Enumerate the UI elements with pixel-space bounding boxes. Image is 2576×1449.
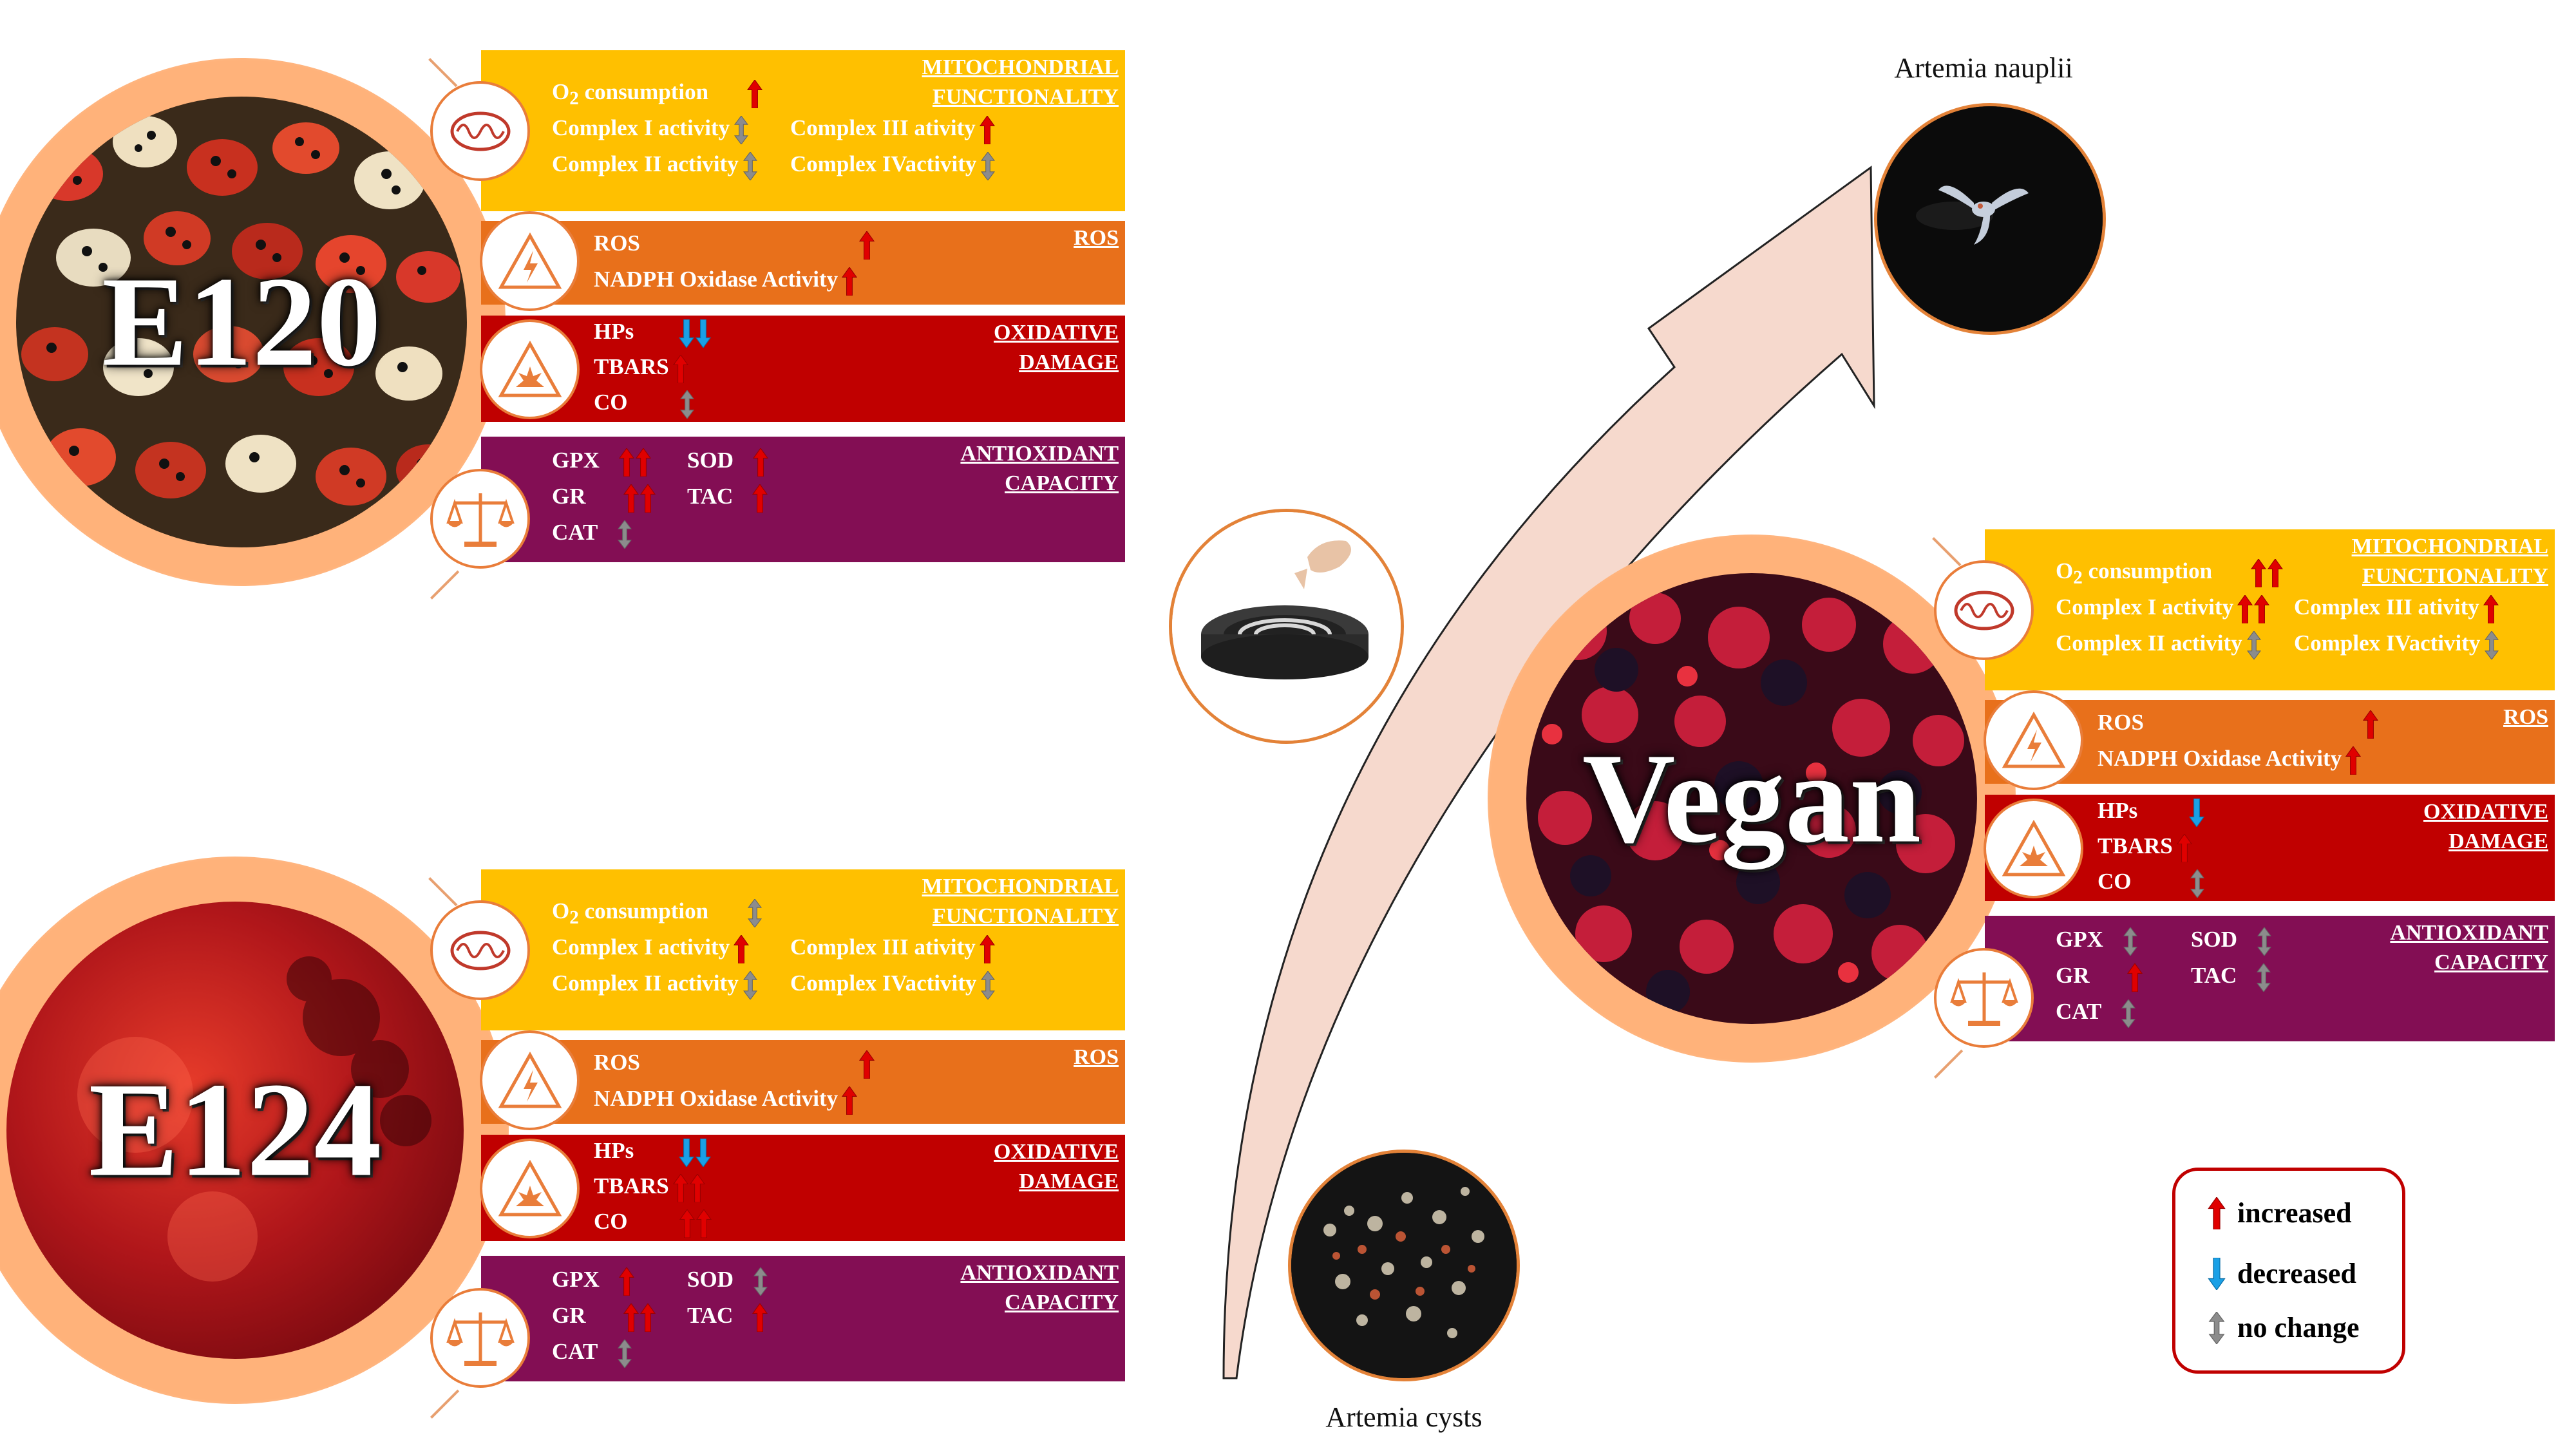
red-powder-image: E124 [6, 902, 464, 1359]
growth-arrow [1222, 166, 1875, 1379]
nauplii-caption: Artemia nauplii [1894, 52, 2073, 84]
e120-ros-band: ROS ROS NADPH Oxidase Activity [481, 221, 1125, 305]
e120-label: E120 [102, 251, 381, 393]
e124-ros-band: ROS ROS NADPH Oxidase Activity [481, 1040, 1125, 1124]
vegan-ros-band: ROS ROS NADPH Oxidase Activity [1985, 700, 2555, 784]
mitochondria-icon [430, 900, 530, 1000]
lightning-warning-icon [480, 1030, 580, 1130]
legend: increased decreased no change [2172, 1168, 2405, 1374]
legend-no-change: no change [2208, 1311, 2359, 1344]
explosion-warning-icon [480, 1139, 580, 1238]
up-arrow-icon [2208, 1197, 2226, 1229]
lightning-warning-icon [480, 211, 580, 311]
ladybugs-image: E120 [16, 97, 467, 547]
balance-scale-icon [430, 469, 530, 569]
artemia-cysts-image [1288, 1150, 1520, 1381]
down-arrow-icon [2208, 1258, 2226, 1290]
vegan-label: Vegan [1582, 727, 1922, 870]
double-arrow-icon [2208, 1312, 2226, 1344]
hatching-dish-image [1169, 509, 1404, 744]
mitochondria-icon [1934, 560, 2034, 660]
explosion-warning-icon [1984, 799, 2083, 898]
legend-increased: increased [2208, 1197, 2352, 1229]
balance-scale-icon [430, 1288, 530, 1388]
artemia-nauplii-image [1874, 103, 2106, 335]
lightning-warning-icon [1984, 690, 2083, 790]
mitochondria-icon [430, 81, 530, 181]
e124-label: E124 [88, 1055, 382, 1205]
cysts-caption: Artemia cysts [1325, 1401, 1482, 1433]
legend-decreased: decreased [2208, 1257, 2356, 1290]
balance-scale-icon [1934, 948, 2034, 1048]
explosion-warning-icon [480, 319, 580, 419]
berries-image: Vegan [1526, 573, 1977, 1024]
